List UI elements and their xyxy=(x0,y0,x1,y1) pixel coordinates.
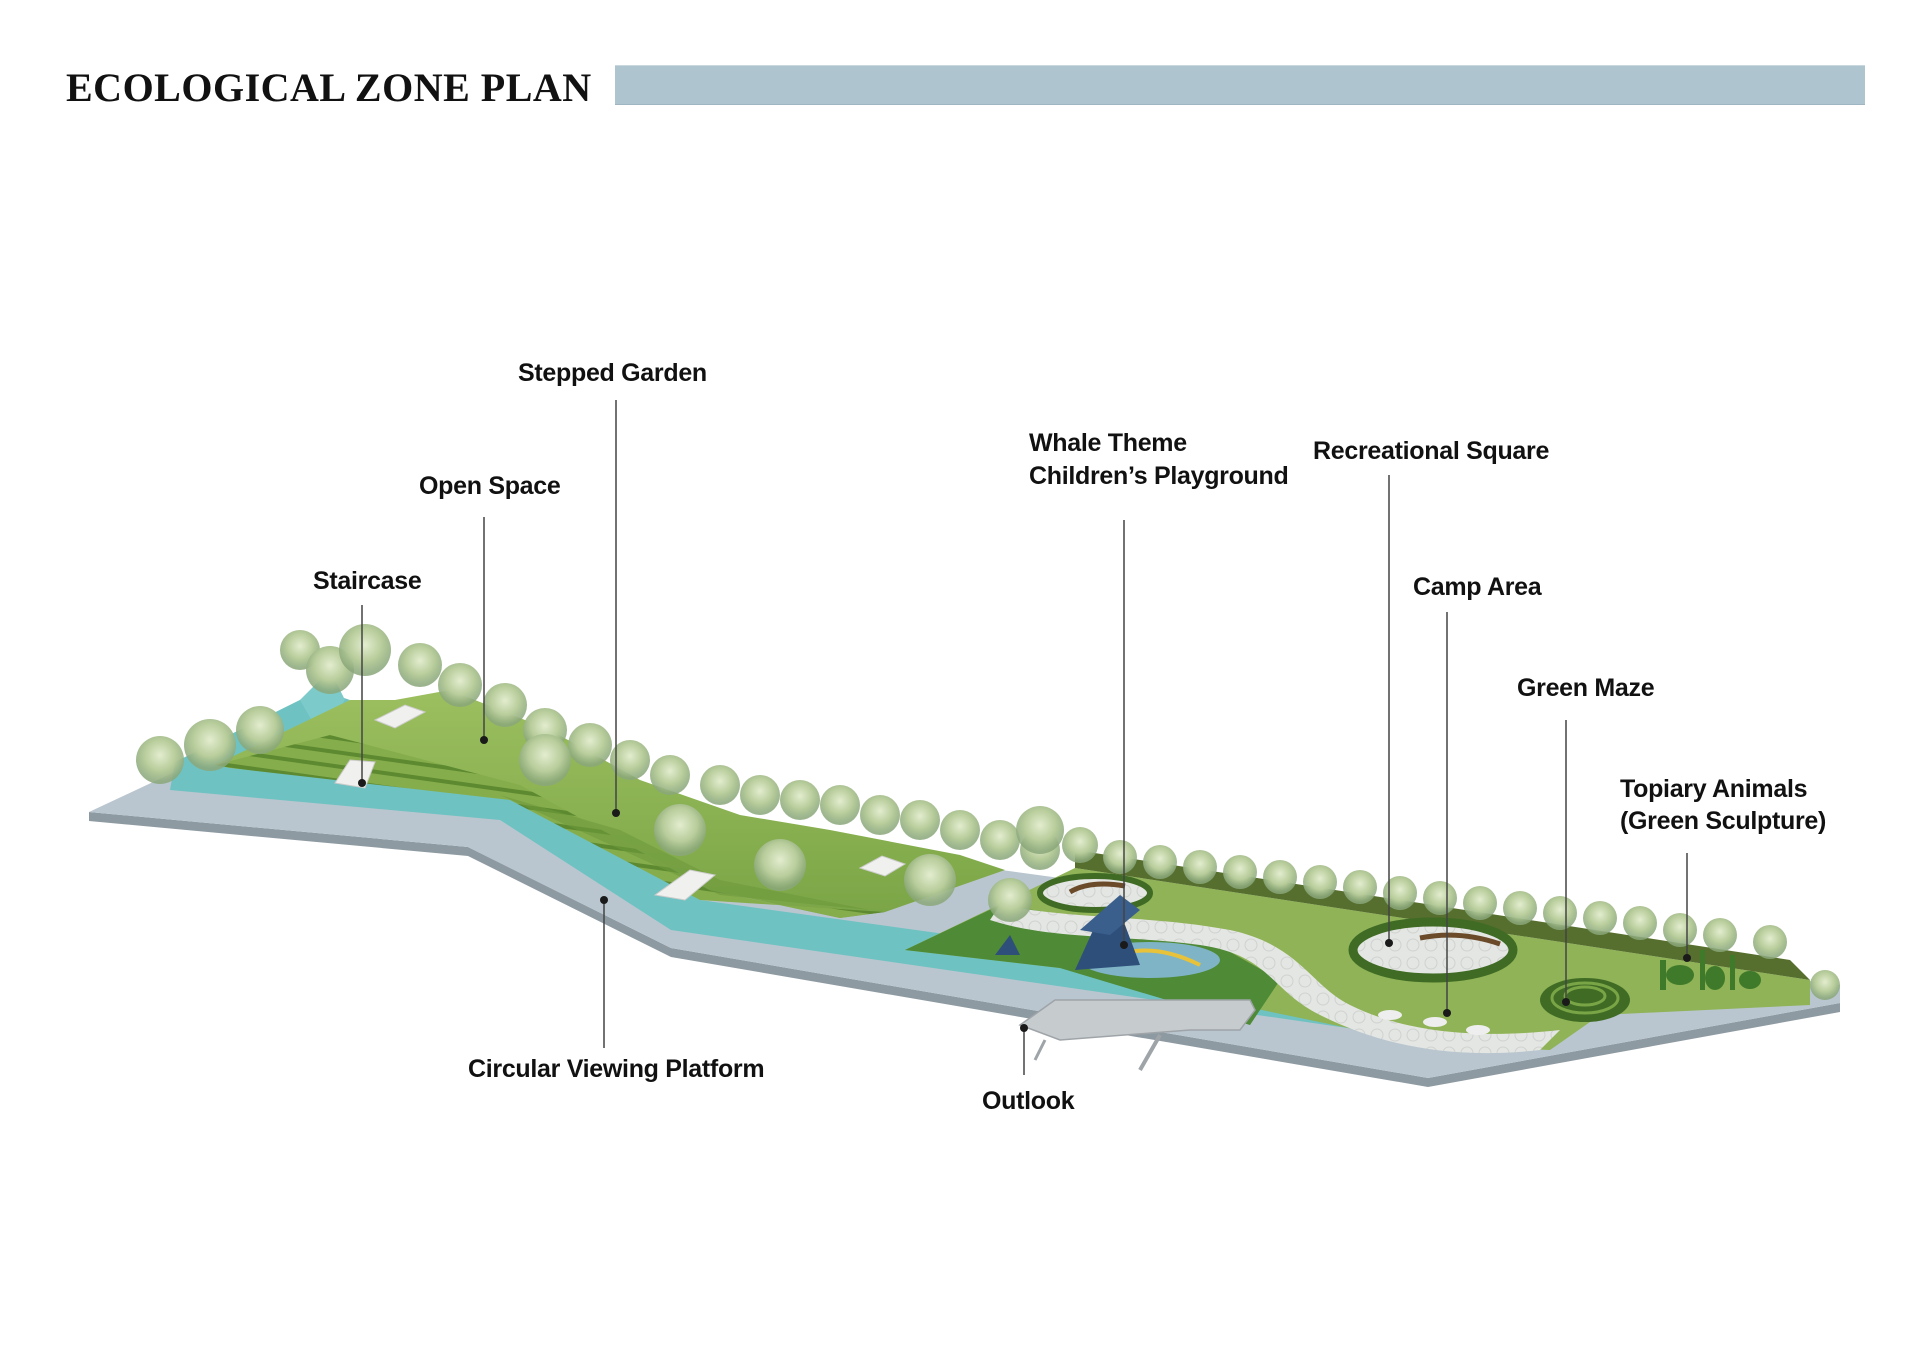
label-whale-theme-line2: Children’s Playground xyxy=(1029,462,1289,490)
label-recreational-square: Recreational Square xyxy=(1313,437,1550,465)
label-whale-theme-line1: Whale Theme xyxy=(1029,429,1187,457)
label-camp-area: Camp Area xyxy=(1413,573,1542,601)
page-title: ECOLOGICAL ZONE PLAN xyxy=(66,65,592,110)
label-topiary-line1: Topiary Animals xyxy=(1620,775,1808,803)
label-topiary-line2: (Green Sculpture) xyxy=(1620,807,1827,835)
label-green-maze: Green Maze xyxy=(1517,674,1655,702)
stepped-garden-hill xyxy=(215,690,1005,918)
outlook-pier xyxy=(1018,999,1256,1071)
label-outlook: Outlook xyxy=(982,1087,1075,1115)
leader-lines xyxy=(361,400,1688,1075)
label-stepped-garden: Stepped Garden xyxy=(518,359,707,387)
label-circular-viewing-platform: Circular Viewing Platform xyxy=(468,1055,765,1083)
leader-dots xyxy=(358,736,1691,1032)
title-accent-bar xyxy=(615,65,1865,105)
trees xyxy=(136,624,1840,1000)
label-open-space: Open Space xyxy=(419,472,561,500)
label-staircase: Staircase xyxy=(313,567,422,595)
